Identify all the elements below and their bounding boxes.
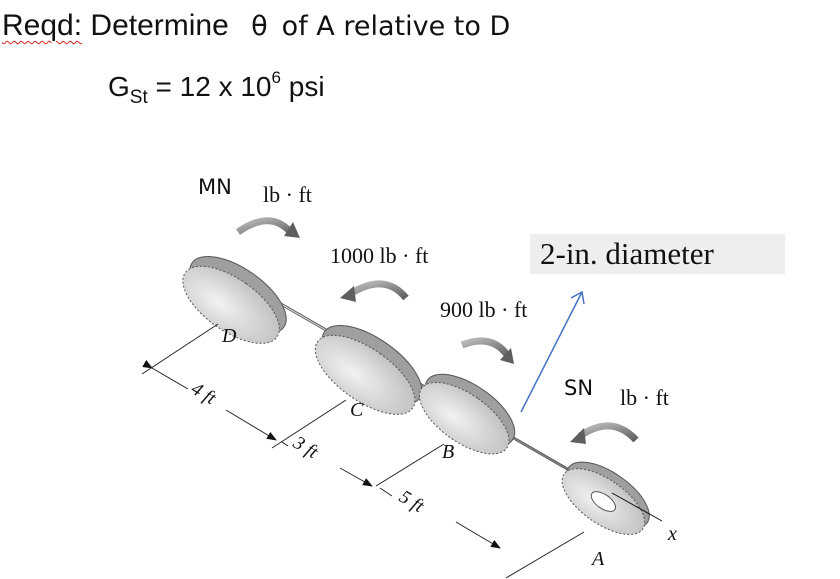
sn-torque-arrow — [578, 422, 639, 443]
t1000-torque-arrow — [348, 280, 409, 301]
mn-torque-arrow — [235, 217, 296, 238]
dim-dc-label: 4 ft — [187, 378, 220, 409]
point-a-label: A — [590, 548, 605, 570]
requirement-line: Reqd: Determine θ of A relative to D — [2, 6, 510, 47]
dim-line-dc-a — [142, 360, 189, 390]
disk-b — [418, 373, 516, 455]
dim-ext-a — [505, 531, 585, 579]
dim-ext-c — [271, 399, 347, 449]
dim-ext-d — [141, 323, 219, 375]
g-subscript: St — [129, 87, 148, 108]
mn-unit-label: lb · ft — [263, 182, 312, 207]
dim-ba-label: 5 ft — [395, 486, 428, 517]
dim-line-ba-b — [455, 521, 501, 549]
requirement-rest: of A relative to D — [281, 11, 511, 42]
diameter-label-box — [530, 234, 785, 274]
g-value: = 12 x 10 — [155, 71, 272, 102]
sn-unit-label: lb · ft — [620, 385, 669, 410]
dim-line-dc-b — [225, 409, 277, 441]
reqd-label: Reqd: — [2, 9, 83, 42]
mn-label: MN — [198, 175, 232, 199]
determine-label: Determine — [90, 9, 229, 42]
dim-line-cb-a — [281, 441, 289, 447]
diameter-pointer-arrow — [520, 291, 583, 413]
point-b-label: B — [442, 441, 454, 463]
disk-a — [561, 461, 650, 535]
dim-line-cb-b — [339, 467, 373, 487]
point-d-label: D — [221, 325, 237, 347]
dim-line-ba-a — [379, 487, 393, 497]
x-axis — [611, 492, 663, 522]
shear-modulus-line: GSt = 12 x 106 psi — [108, 58, 325, 118]
t900-torque-arrow — [460, 337, 511, 359]
sn-label: SN — [564, 376, 594, 400]
x-axis-label: x — [667, 523, 677, 545]
dim-ext-b — [375, 443, 445, 487]
g-unit: psi — [288, 71, 325, 102]
torque-1000-label: 1000 lb · ft — [330, 243, 429, 268]
disk-c — [314, 324, 423, 415]
g-symbol: G — [108, 71, 130, 102]
point-c-label: C — [350, 399, 364, 421]
theta-symbol: θ — [251, 11, 268, 42]
diameter-label: 2-in. diameter — [540, 236, 714, 271]
dim-cb-label: 3 ft — [289, 432, 323, 464]
disk-d — [182, 255, 287, 344]
g-exponent: 6 — [271, 68, 281, 87]
torque-900-label: 900 lb · ft — [440, 297, 528, 322]
